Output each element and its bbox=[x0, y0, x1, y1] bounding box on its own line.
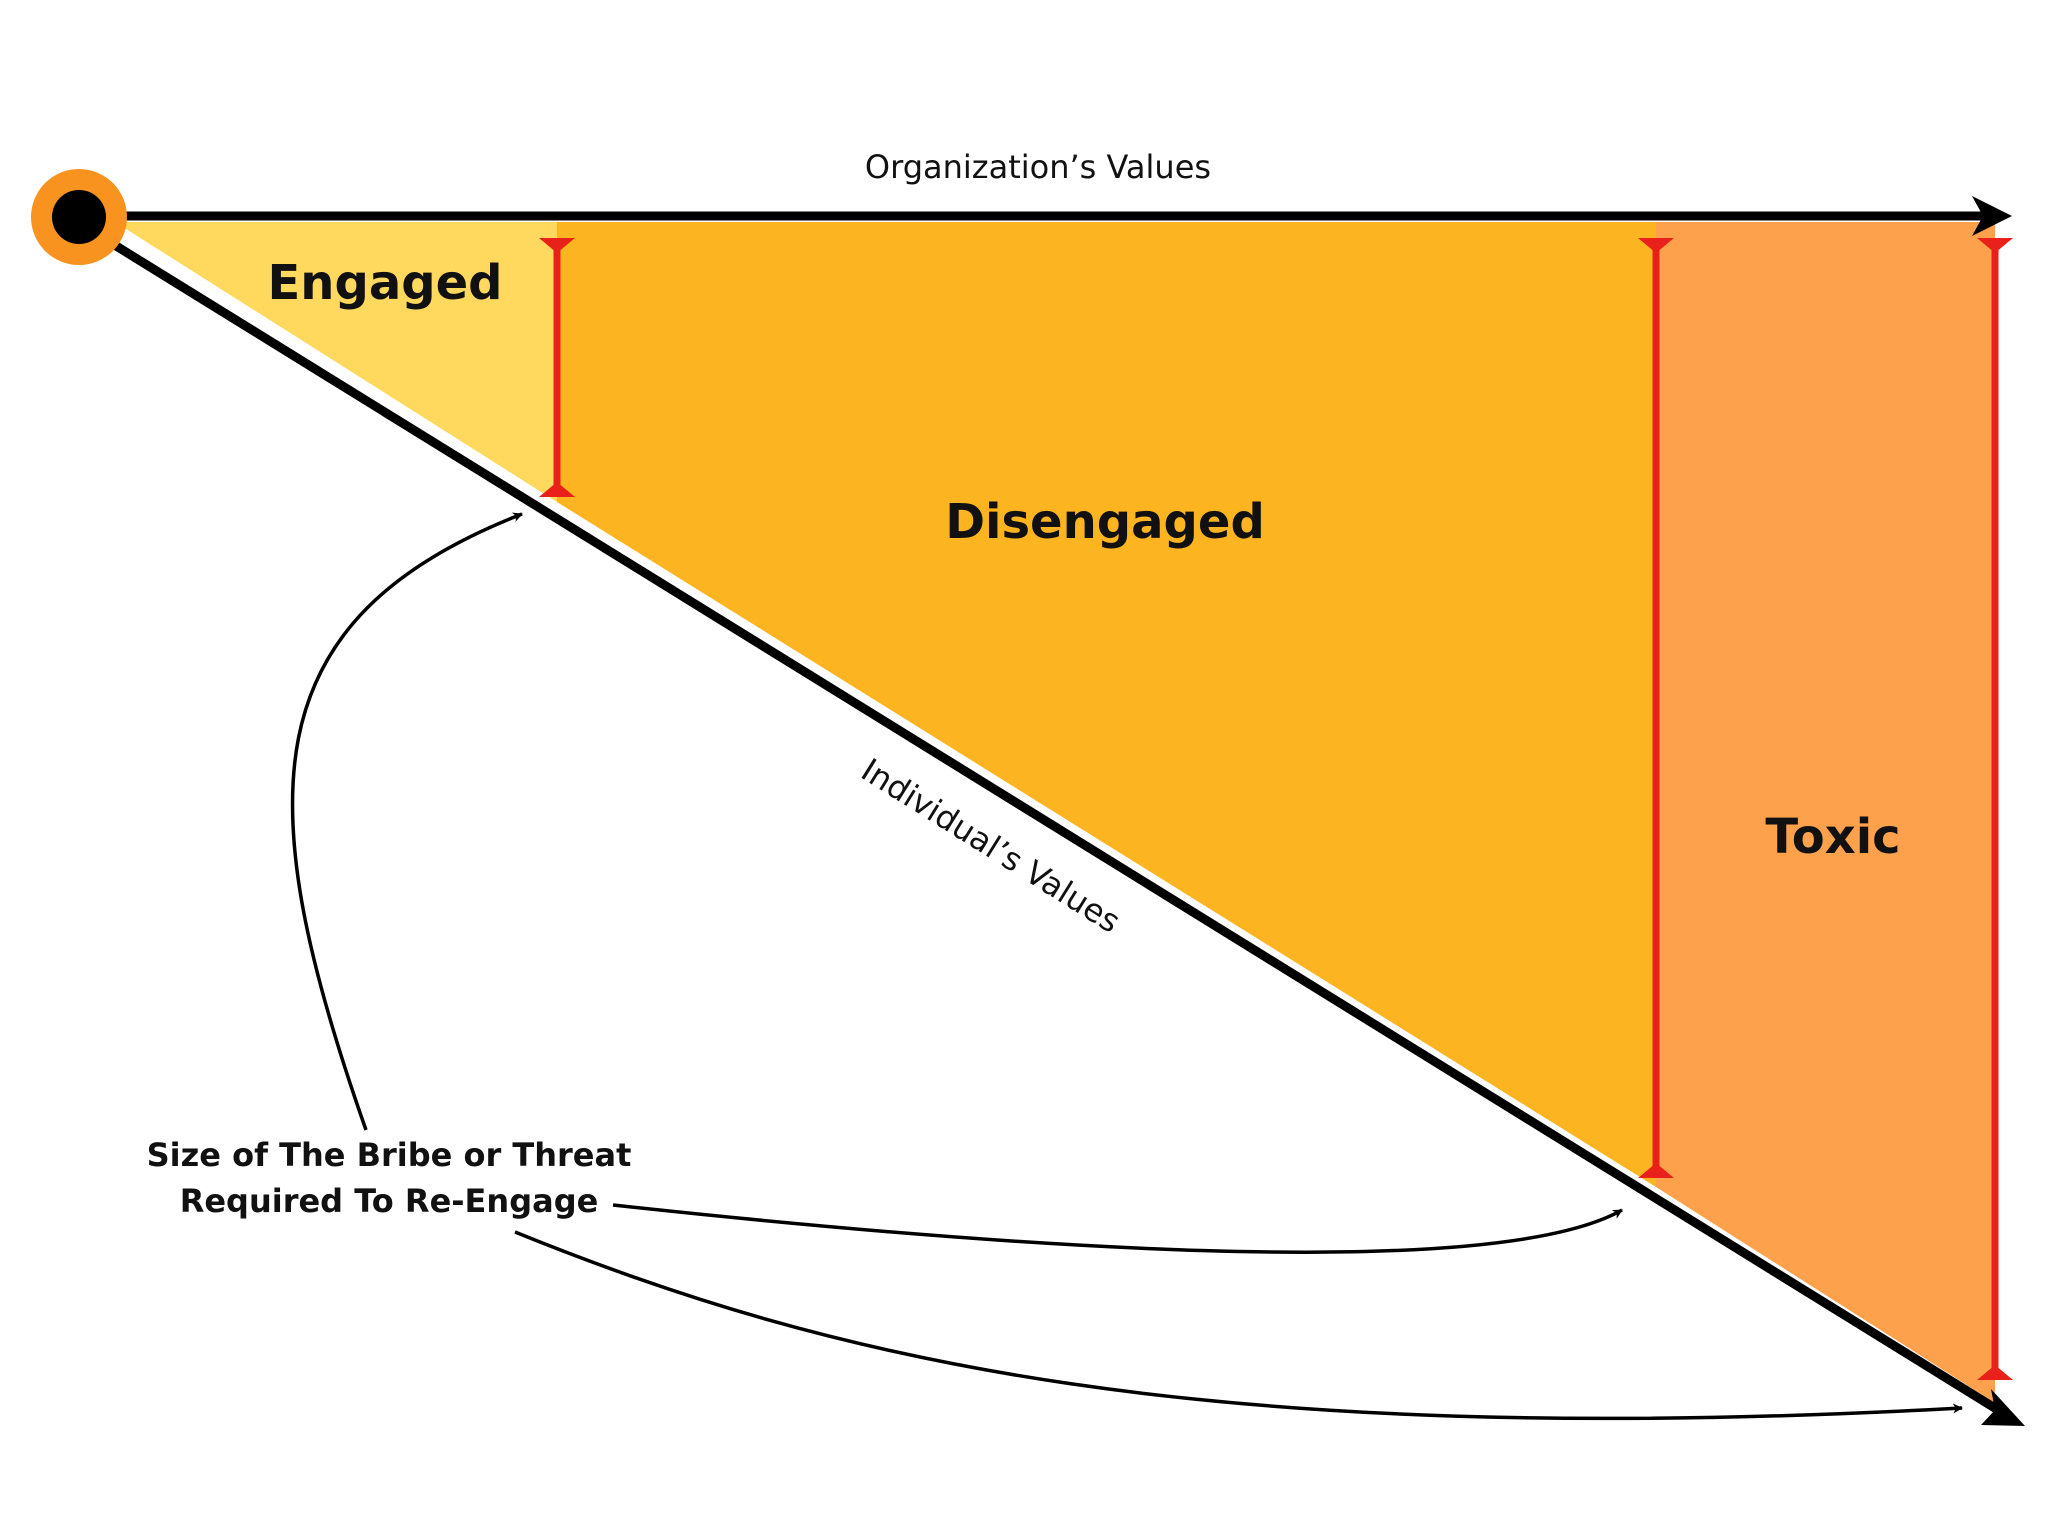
bribe-threat-label-line1: Size of The Bribe or Threat bbox=[147, 1136, 632, 1174]
individual-axis-arrowhead bbox=[1981, 1389, 2025, 1426]
toxic-zone bbox=[1656, 222, 1995, 1403]
pointer-arrow-engaged bbox=[290, 512, 523, 1131]
disengaged-gap-marker bbox=[1638, 238, 1674, 1178]
toxic-label: Toxic bbox=[1765, 809, 1900, 865]
bribe-threat-label-line2: Required To Re-Engage bbox=[180, 1182, 599, 1220]
engaged-label: Engaged bbox=[268, 255, 503, 311]
organization-values-label: Organization’s Values bbox=[865, 148, 1211, 186]
disengaged-zone bbox=[557, 222, 1656, 1187]
pointer-arrow-toxic bbox=[514, 1230, 1963, 1421]
disengaged-label: Disengaged bbox=[945, 494, 1265, 550]
origin-dot bbox=[52, 190, 106, 244]
organization-axis-arrowhead bbox=[1972, 196, 2012, 236]
engaged-zone bbox=[115, 222, 557, 502]
toxic-gap-marker bbox=[1977, 238, 2013, 1380]
engaged-gap-marker bbox=[539, 238, 575, 497]
pointer-arrow-disengaged bbox=[612, 1203, 1623, 1254]
individual-values-axis bbox=[110, 240, 2001, 1414]
